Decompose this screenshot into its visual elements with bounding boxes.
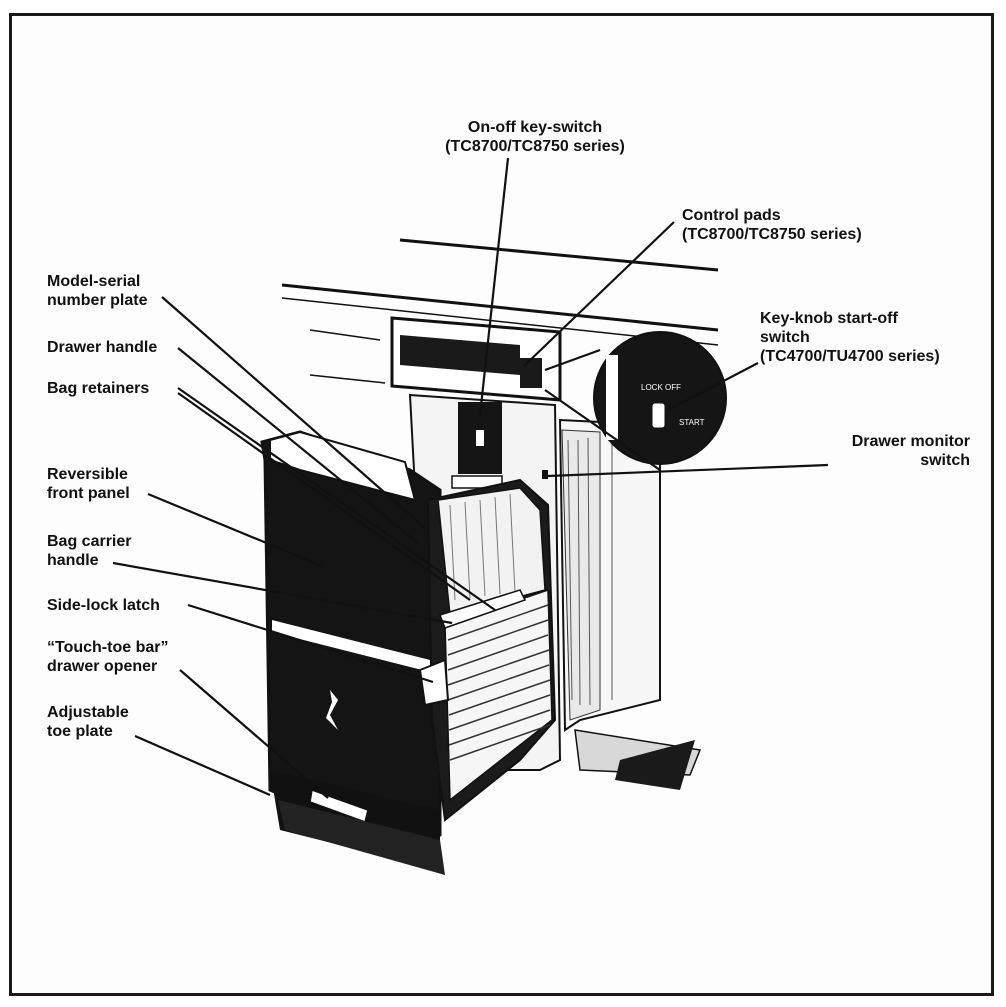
label-model-serial-line2: number plate [47,292,148,309]
label-on-off-key-switch: On-off key-switch (TC8700/TC8750 series) [435,118,635,156]
panel-logo [326,690,338,730]
label-touch-toe-bar: “Touch-toe bar” drawer opener [47,638,168,676]
label-key-knob-line3: (TC4700/TU4700 series) [760,348,940,365]
knob-start-text: START [679,418,705,427]
label-bag-carrier-handle: Bag carrier handle [47,532,132,570]
countertop [281,238,719,384]
label-on-off-line1: On-off key-switch [467,119,603,136]
drawer-monitor-switch [542,470,548,479]
control-pads [520,358,542,388]
label-touch-toe-line2: drawer opener [47,658,158,675]
label-model-serial-plate: Model-serial number plate [47,272,147,310]
label-bag-retainers: Bag retainers [47,380,150,397]
label-key-knob-switch: Key-knob start-off switch (TC4700/TU4700… [760,309,940,366]
label-side-lock-latch: Side-lock latch [47,597,160,614]
knob-lock-off-text: LOCK OFF [641,383,681,392]
label-reversible-front-panel: Reversible front panel [47,465,130,503]
label-key-knob-line2: switch [760,329,810,346]
leader-lines [112,157,829,799]
key-switch [476,430,484,446]
control-panel [390,316,562,402]
label-model-serial-line1: Model-serial [47,273,141,290]
label-drawer-monitor-line2: switch [920,452,970,469]
adjacent-cabinet [558,418,702,790]
label-bag-carrier-line2: handle [47,552,99,569]
label-control-pads-line1: Control pads [682,207,781,224]
label-drawer-monitor-line1: Drawer monitor [851,433,970,450]
label-reversible-line2: front panel [47,485,130,502]
open-drawer [418,478,557,822]
drawer-handle [269,430,417,502]
key-knob [651,402,666,429]
label-drawer-monitor-switch: Drawer monitor switch [790,432,970,470]
label-on-off-line2: (TC8700/TC8750 series) [445,138,625,155]
reversible-front-panel [260,430,445,875]
bag-carrier-handle [439,589,527,629]
label-adjustable-line1: Adjustable [47,704,129,721]
label-adjustable-toe-plate: Adjustable toe plate [47,703,129,741]
label-touch-toe-line1: “Touch-toe bar” [47,639,169,656]
label-adjustable-line2: toe plate [47,723,113,740]
label-control-pads-line2: (TC8700/TC8750 series) [682,226,862,243]
label-bag-carrier-line1: Bag carrier [47,533,132,550]
label-drawer-handle: Drawer handle [47,339,158,356]
label-key-knob-line1: Key-knob start-off [760,310,898,327]
label-control-pads: Control pads (TC8700/TC8750 series) [682,206,862,244]
side-lock-latch [418,658,450,707]
label-reversible-line1: Reversible [47,466,128,483]
key-knob-inset: LOCK OFF START [593,331,727,465]
toe-plate [278,800,445,875]
model-serial-plate [451,475,503,489]
